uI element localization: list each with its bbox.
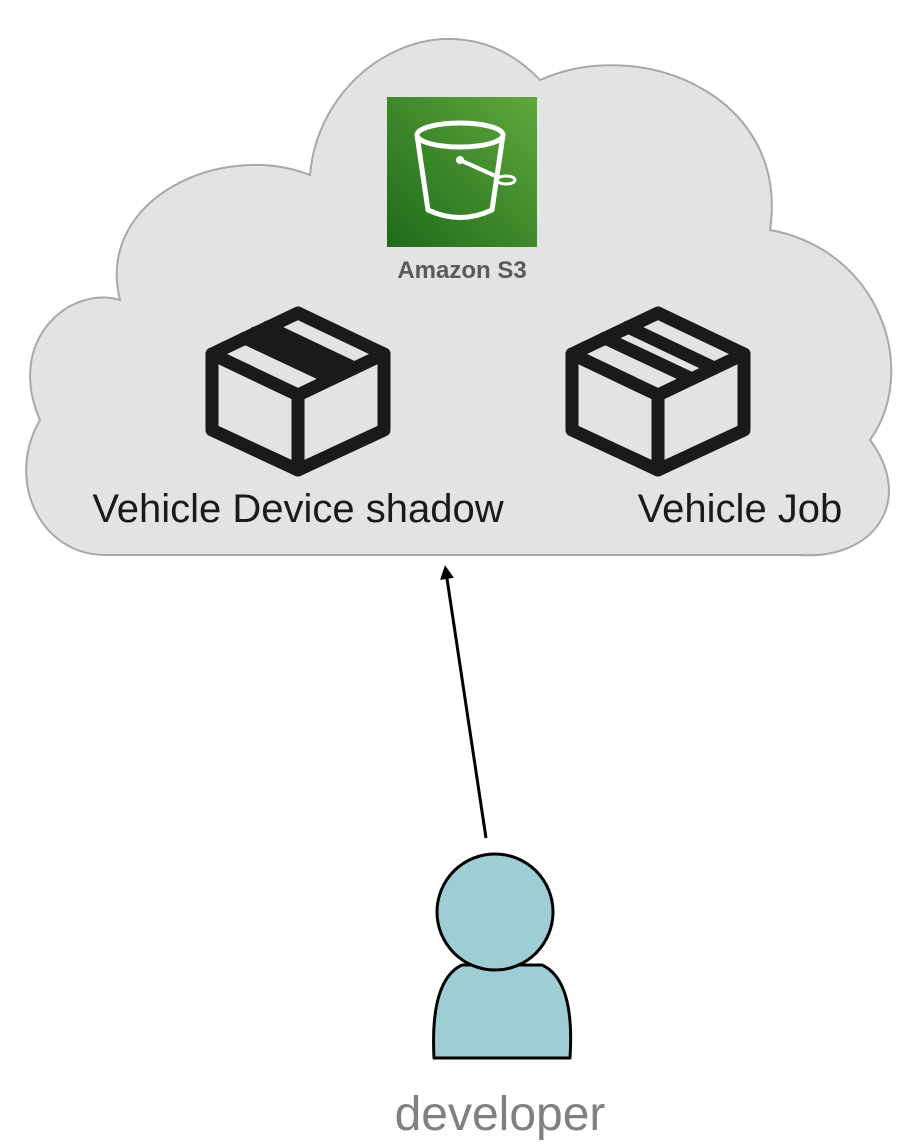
person-icon — [432, 852, 573, 1060]
box-tape-icon — [598, 320, 719, 385]
cloud-shape — [25, 38, 893, 557]
s3-label: Amazon S3 — [397, 257, 526, 284]
vehicle-device-shadow-label: Vehicle Device shadow — [92, 487, 503, 531]
developer-to-shadow-arrow — [440, 565, 488, 839]
box-tape-icon — [238, 320, 359, 385]
s3-bucket-icon — [387, 97, 537, 247]
vehicle-job-label: Vehicle Job — [638, 487, 843, 531]
developer-label: developer — [395, 1088, 606, 1141]
